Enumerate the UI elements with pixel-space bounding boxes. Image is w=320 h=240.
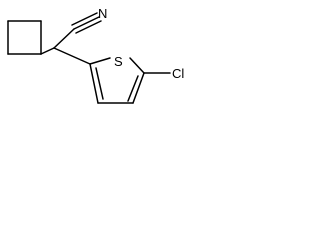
nitrile-triple-bond-3	[75, 20, 102, 34]
nitrile-triple-bond-2	[71, 12, 98, 26]
quaternary-carbon-to-nitrile-bond	[53, 28, 75, 49]
thiophene-c3-c2-bond	[89, 63, 99, 104]
chlorine-label: Cl	[172, 66, 184, 81]
cyclobutane-to-quaternary-carbon-bond	[40, 47, 55, 55]
nitrile-nitrogen-label: N	[98, 6, 107, 21]
thiophene-c5-c4-bond	[132, 72, 145, 104]
thiophene-c3-c2-double-bond	[95, 67, 104, 100]
quaternary-carbon-to-thiophene-bond	[53, 47, 91, 65]
molecule-diagram: N S Cl	[0, 0, 209, 122]
thiophene-sulfur-label: S	[114, 54, 123, 69]
thiophene-s-c5-bond	[129, 57, 145, 74]
nitrile-triple-bond-1	[73, 16, 100, 30]
thiophene-c2-s-bond	[89, 57, 111, 65]
structure-svg: N S Cl	[7, 6, 184, 104]
thiophene-c5-c4-double-bond	[127, 75, 139, 102]
